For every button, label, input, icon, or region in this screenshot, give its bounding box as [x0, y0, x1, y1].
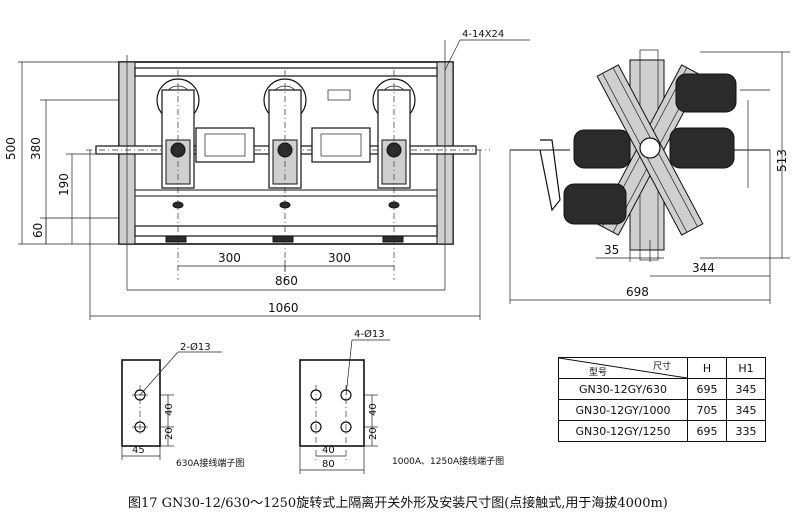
insulator-left [573, 129, 631, 169]
terminal-630-view: 2-Ø13 40 20 45 630A接线端子图 [121, 341, 244, 469]
side-view: 513 35 344 698 [509, 49, 790, 304]
row-model: GN30-12GY/630 [558, 378, 688, 400]
row-model: GN30-12GY/1000 [558, 399, 688, 421]
terminal-1000-dim-80: 80 [322, 459, 335, 470]
row-h1: 335 [726, 420, 766, 442]
spec-table: 尺寸 型号 H H1 GN30-12GY/630 695 345 GN30-12… [558, 357, 766, 442]
hole-spec-label: 4-14X24 [462, 29, 504, 40]
terminal-1000-dim-40h: 40 [322, 445, 335, 456]
row-h1: 345 [726, 399, 766, 421]
table-row: GN30-12GY/1000 705 345 [558, 399, 766, 421]
row-h: 705 [687, 399, 727, 421]
dim-35: 35 [604, 243, 619, 257]
table-row: GN30-12GY/630 695 345 [558, 378, 766, 400]
table-row: GN30-12GY/1250 695 335 [558, 420, 766, 442]
dim-698: 698 [626, 285, 649, 299]
row-h: 695 [687, 378, 727, 400]
terminal-1000-dim-20v: 20 [368, 427, 379, 440]
front-view: 4-14X24 500 380 190 60 300 300 860 1060 [4, 29, 530, 320]
terminal-630-hole-label: 2-Ø13 [180, 341, 211, 353]
figure-caption: 图17 GN30-12/630～1250旋转式上隔离开关外形及安装尺寸图(点接触… [128, 496, 668, 511]
dim-300-left: 300 [218, 251, 241, 265]
terminal-630-caption: 630A接线端子图 [176, 457, 244, 469]
dim-60: 60 [31, 223, 45, 238]
row-h1: 345 [726, 378, 766, 400]
terminal-630-dim-20: 20 [164, 427, 175, 440]
dim-190: 190 [57, 173, 71, 196]
row-h: 695 [687, 420, 727, 442]
dim-860: 860 [275, 274, 298, 288]
terminal-1000-dim-40v: 40 [368, 403, 379, 416]
diag-header-cell: 尺寸 型号 [558, 357, 688, 379]
dim-1060: 1060 [268, 301, 299, 315]
dim-344: 344 [692, 261, 715, 275]
spec-table-header: 尺寸 型号 H H1 [558, 357, 766, 379]
terminal-1000-view: 4-Ø13 40 20 40 80 1000A、1250A接线端子图 [299, 328, 504, 474]
dim-300-right: 300 [328, 251, 351, 265]
header-h1: H1 [726, 357, 766, 379]
dim-513: 513 [775, 149, 789, 172]
insulator-bottom [563, 183, 627, 225]
header-h: H [687, 357, 727, 379]
insulator-right [669, 127, 735, 169]
header-model: 型号 [589, 368, 608, 378]
insulator-top [675, 73, 737, 113]
pole-2 [263, 78, 307, 189]
header-size: 尺寸 [652, 362, 671, 372]
terminal-630-dim-40: 40 [164, 403, 175, 416]
terminal-630-dim-45: 45 [132, 445, 145, 456]
dim-500: 500 [4, 137, 18, 160]
pole-1 [156, 78, 200, 189]
dim-380: 380 [29, 137, 43, 160]
row-model: GN30-12GY/1250 [558, 420, 688, 442]
pole-3 [372, 78, 416, 189]
terminal-1000-hole-label: 4-Ø13 [354, 328, 385, 340]
terminal-1000-caption: 1000A、1250A接线端子图 [392, 455, 504, 467]
